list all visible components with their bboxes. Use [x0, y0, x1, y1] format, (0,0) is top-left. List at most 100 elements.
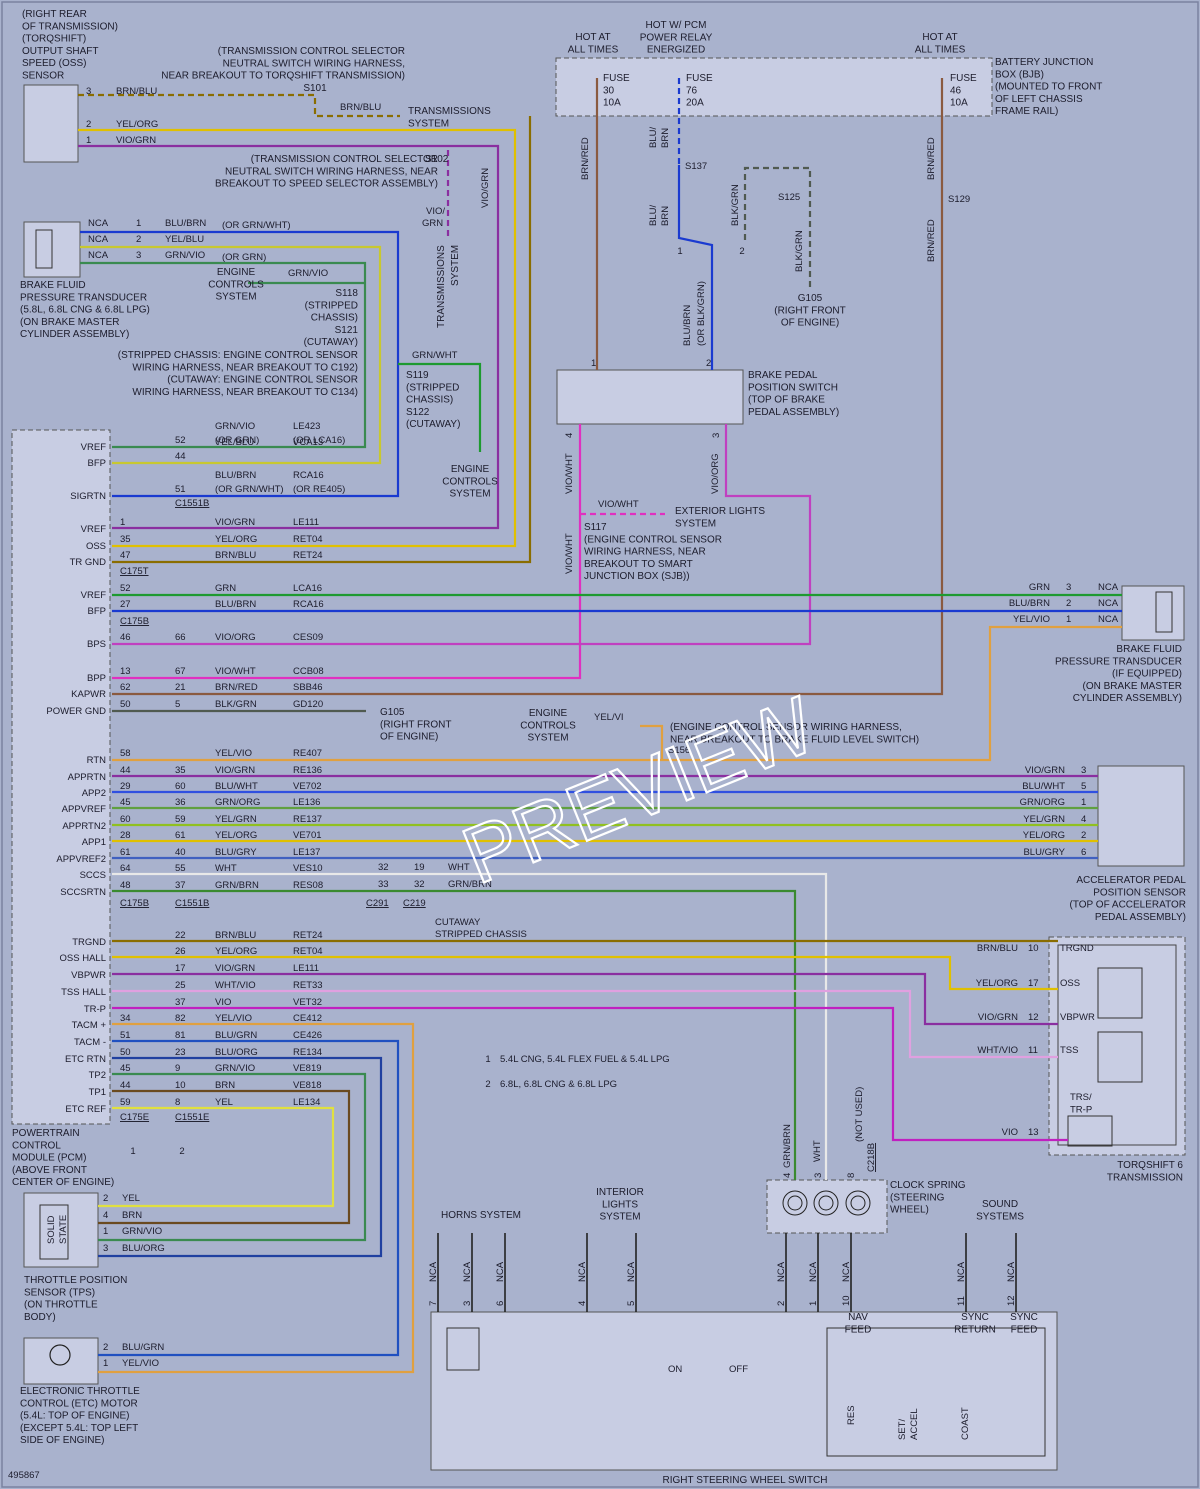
engine-controls-2: SYSTEM — [449, 489, 490, 500]
steering-nca: NCA — [956, 1261, 967, 1282]
pcm-pin-num: 47 — [120, 550, 131, 561]
wire-trgnd — [112, 116, 532, 564]
brn-red-3: BRN/RED — [926, 219, 937, 262]
preview-watermark: PREVIEW — [451, 680, 827, 901]
pcm-wire-color: VIO/GRN — [215, 963, 255, 974]
wire-trp — [112, 1006, 1068, 1142]
tps-pin: 2 — [103, 1193, 108, 1204]
wire-oss-vio-grn — [78, 144, 500, 530]
stripped-note: WIRING HARNESS, NEAR BREAKOUT TO C192) — [132, 362, 358, 373]
steering-nca: NCA — [428, 1261, 439, 1282]
apps-label: PEDAL ASSEMBLY) — [1095, 912, 1186, 923]
tps-label: SENSOR (TPS) — [24, 1287, 95, 1298]
pcm-pin-name: APPVREF — [62, 804, 107, 815]
wire-bps — [112, 424, 812, 646]
pcm-wire-color2: (OR GRN/WHT) — [215, 484, 284, 495]
pcm-wire-color: BRN/BLU — [215, 550, 256, 561]
tps-label: BODY) — [24, 1312, 56, 1323]
pcm-pin-num2: 35 — [175, 765, 186, 776]
oss-pin: 1 — [86, 135, 91, 146]
steering-switch-label: RIGHT STEERING WHEEL SWITCH — [662, 1475, 827, 1486]
bjb-label: (MOUNTED TO FRONT — [995, 82, 1102, 93]
pcm-wire-color: VIO — [215, 997, 231, 1008]
connector-c175e: C175E — [120, 1112, 149, 1123]
s119-label: CHASSIS) — [406, 395, 453, 406]
steering-nca: NCA — [841, 1261, 852, 1282]
bjb-label: BATTERY JUNCTION — [995, 57, 1093, 68]
bfpt-nca: NCA — [88, 250, 109, 261]
wire-oss-yel-org — [78, 128, 517, 548]
engine-controls-2: CONTROLS — [442, 476, 498, 487]
engine-controls-1: CONTROLS — [208, 279, 264, 290]
connector-c218b: C218B — [866, 1143, 877, 1172]
s119-label: S122 — [406, 407, 430, 418]
cs-grn-brn: GRN/BRN — [782, 1124, 793, 1168]
g105-mid: (RIGHT FRONT — [380, 719, 451, 730]
wire-bpp — [112, 424, 582, 680]
hot-at-all-times-2: HOT AT — [922, 32, 957, 43]
trans-pin: 11 — [1028, 1045, 1038, 1056]
tps-pin: 4 — [103, 1210, 108, 1221]
steering-nca: NCA — [1006, 1261, 1017, 1282]
clock-spring-box — [766, 1179, 888, 1234]
s119-label: (CUTAWAY) — [406, 419, 460, 430]
pcm-circuit: CE426 — [293, 1030, 322, 1041]
clock-spring-label: WHEEL) — [890, 1205, 929, 1216]
steering-pin: 12 — [1006, 1295, 1017, 1306]
bfpt-pin: 2 — [136, 234, 141, 245]
apps-label: (TOP OF ACCELERATOR — [1069, 900, 1186, 911]
pcm-pin-name: APPRTN2 — [62, 821, 106, 832]
pcm-pin-num2: 61 — [175, 830, 186, 841]
trans-color: BRN/BLU — [977, 943, 1018, 954]
s118-label: (STRIPPED — [305, 300, 358, 311]
pcm-circuit: LE111 — [293, 517, 319, 528]
pcm-circuit: LE423 — [293, 421, 320, 432]
pcm-circuit: RET33 — [293, 980, 323, 991]
s117-label: WIRING HARNESS, NEAR — [584, 547, 706, 558]
pcm-wire-color: BLU/GRN — [215, 1030, 257, 1041]
s119-label: S119 — [406, 370, 429, 381]
pcm-pin-name: ETC RTN — [65, 1054, 106, 1065]
legend-marker-1: 1 — [130, 1146, 135, 1157]
hot-at-all-times-1: HOT AT — [575, 32, 610, 43]
horns-label: HORNS SYSTEM — [441, 1210, 521, 1221]
connector-c1551b: C1551B — [175, 498, 209, 509]
trans-name: TRGND — [1060, 943, 1094, 954]
pcm-pin-num: 27 — [120, 599, 131, 610]
s118-label: S118 — [335, 288, 358, 299]
trans-color: YEL/ORG — [976, 978, 1018, 989]
bpp-switch-label: BRAKE PEDAL — [748, 370, 818, 381]
bfpt-r-color: GRN — [1029, 582, 1050, 593]
s101-note: NEAR BREAKOUT TO TORQSHIFT TRANSMISSION) — [161, 71, 405, 82]
pcm-wire-color: BLU/BRN — [215, 470, 256, 481]
pcm-pin-num: 45 — [120, 797, 131, 808]
vio-wht-2: VIO/WHT — [564, 533, 575, 574]
steering-nca: NCA — [577, 1261, 588, 1282]
pcm-pin-num: 44 — [175, 451, 186, 462]
s156-label: S156 — [668, 745, 690, 756]
fuse76: 76 — [686, 85, 698, 96]
s102-note: NEUTRAL SWITCH WIRING HARNESS, NEAR — [225, 166, 438, 177]
pcm-wire-color: YEL — [215, 1097, 233, 1108]
apps-label: POSITION SENSOR — [1093, 887, 1186, 898]
bfpt-color: GRN/VIO — [165, 250, 205, 261]
pcm-pin-name: VBPWR — [71, 970, 106, 981]
vio-grn-vertical: VIO/GRN — [480, 168, 491, 208]
sound-label: SYSTEMS — [976, 1211, 1024, 1222]
s118-label: S121 — [335, 325, 359, 336]
pcm-pin-name: VREF — [81, 442, 107, 453]
pcm-wire-color: BLU/GRY — [215, 847, 257, 858]
pcm-circuit: RES08 — [293, 880, 323, 891]
bpp-pin-1: 1 — [591, 358, 596, 369]
pcm-pin-name: SCCS — [80, 870, 106, 881]
tps-color: YEL — [122, 1193, 140, 1204]
pcm-pin-name: SCCSRTN — [60, 887, 106, 898]
pcm-pin-num: 50 — [120, 699, 131, 710]
pcm-circuit: VE819 — [293, 1063, 322, 1074]
trans-color: VIO/GRN — [978, 1012, 1018, 1023]
pcm-circuit2: (OR RE405) — [293, 484, 345, 495]
oss-sensor-label: OUTPUT SHAFT — [22, 46, 98, 57]
bfpt-nca: NCA — [88, 218, 109, 229]
pcm-pin-num: 52 — [120, 583, 131, 594]
